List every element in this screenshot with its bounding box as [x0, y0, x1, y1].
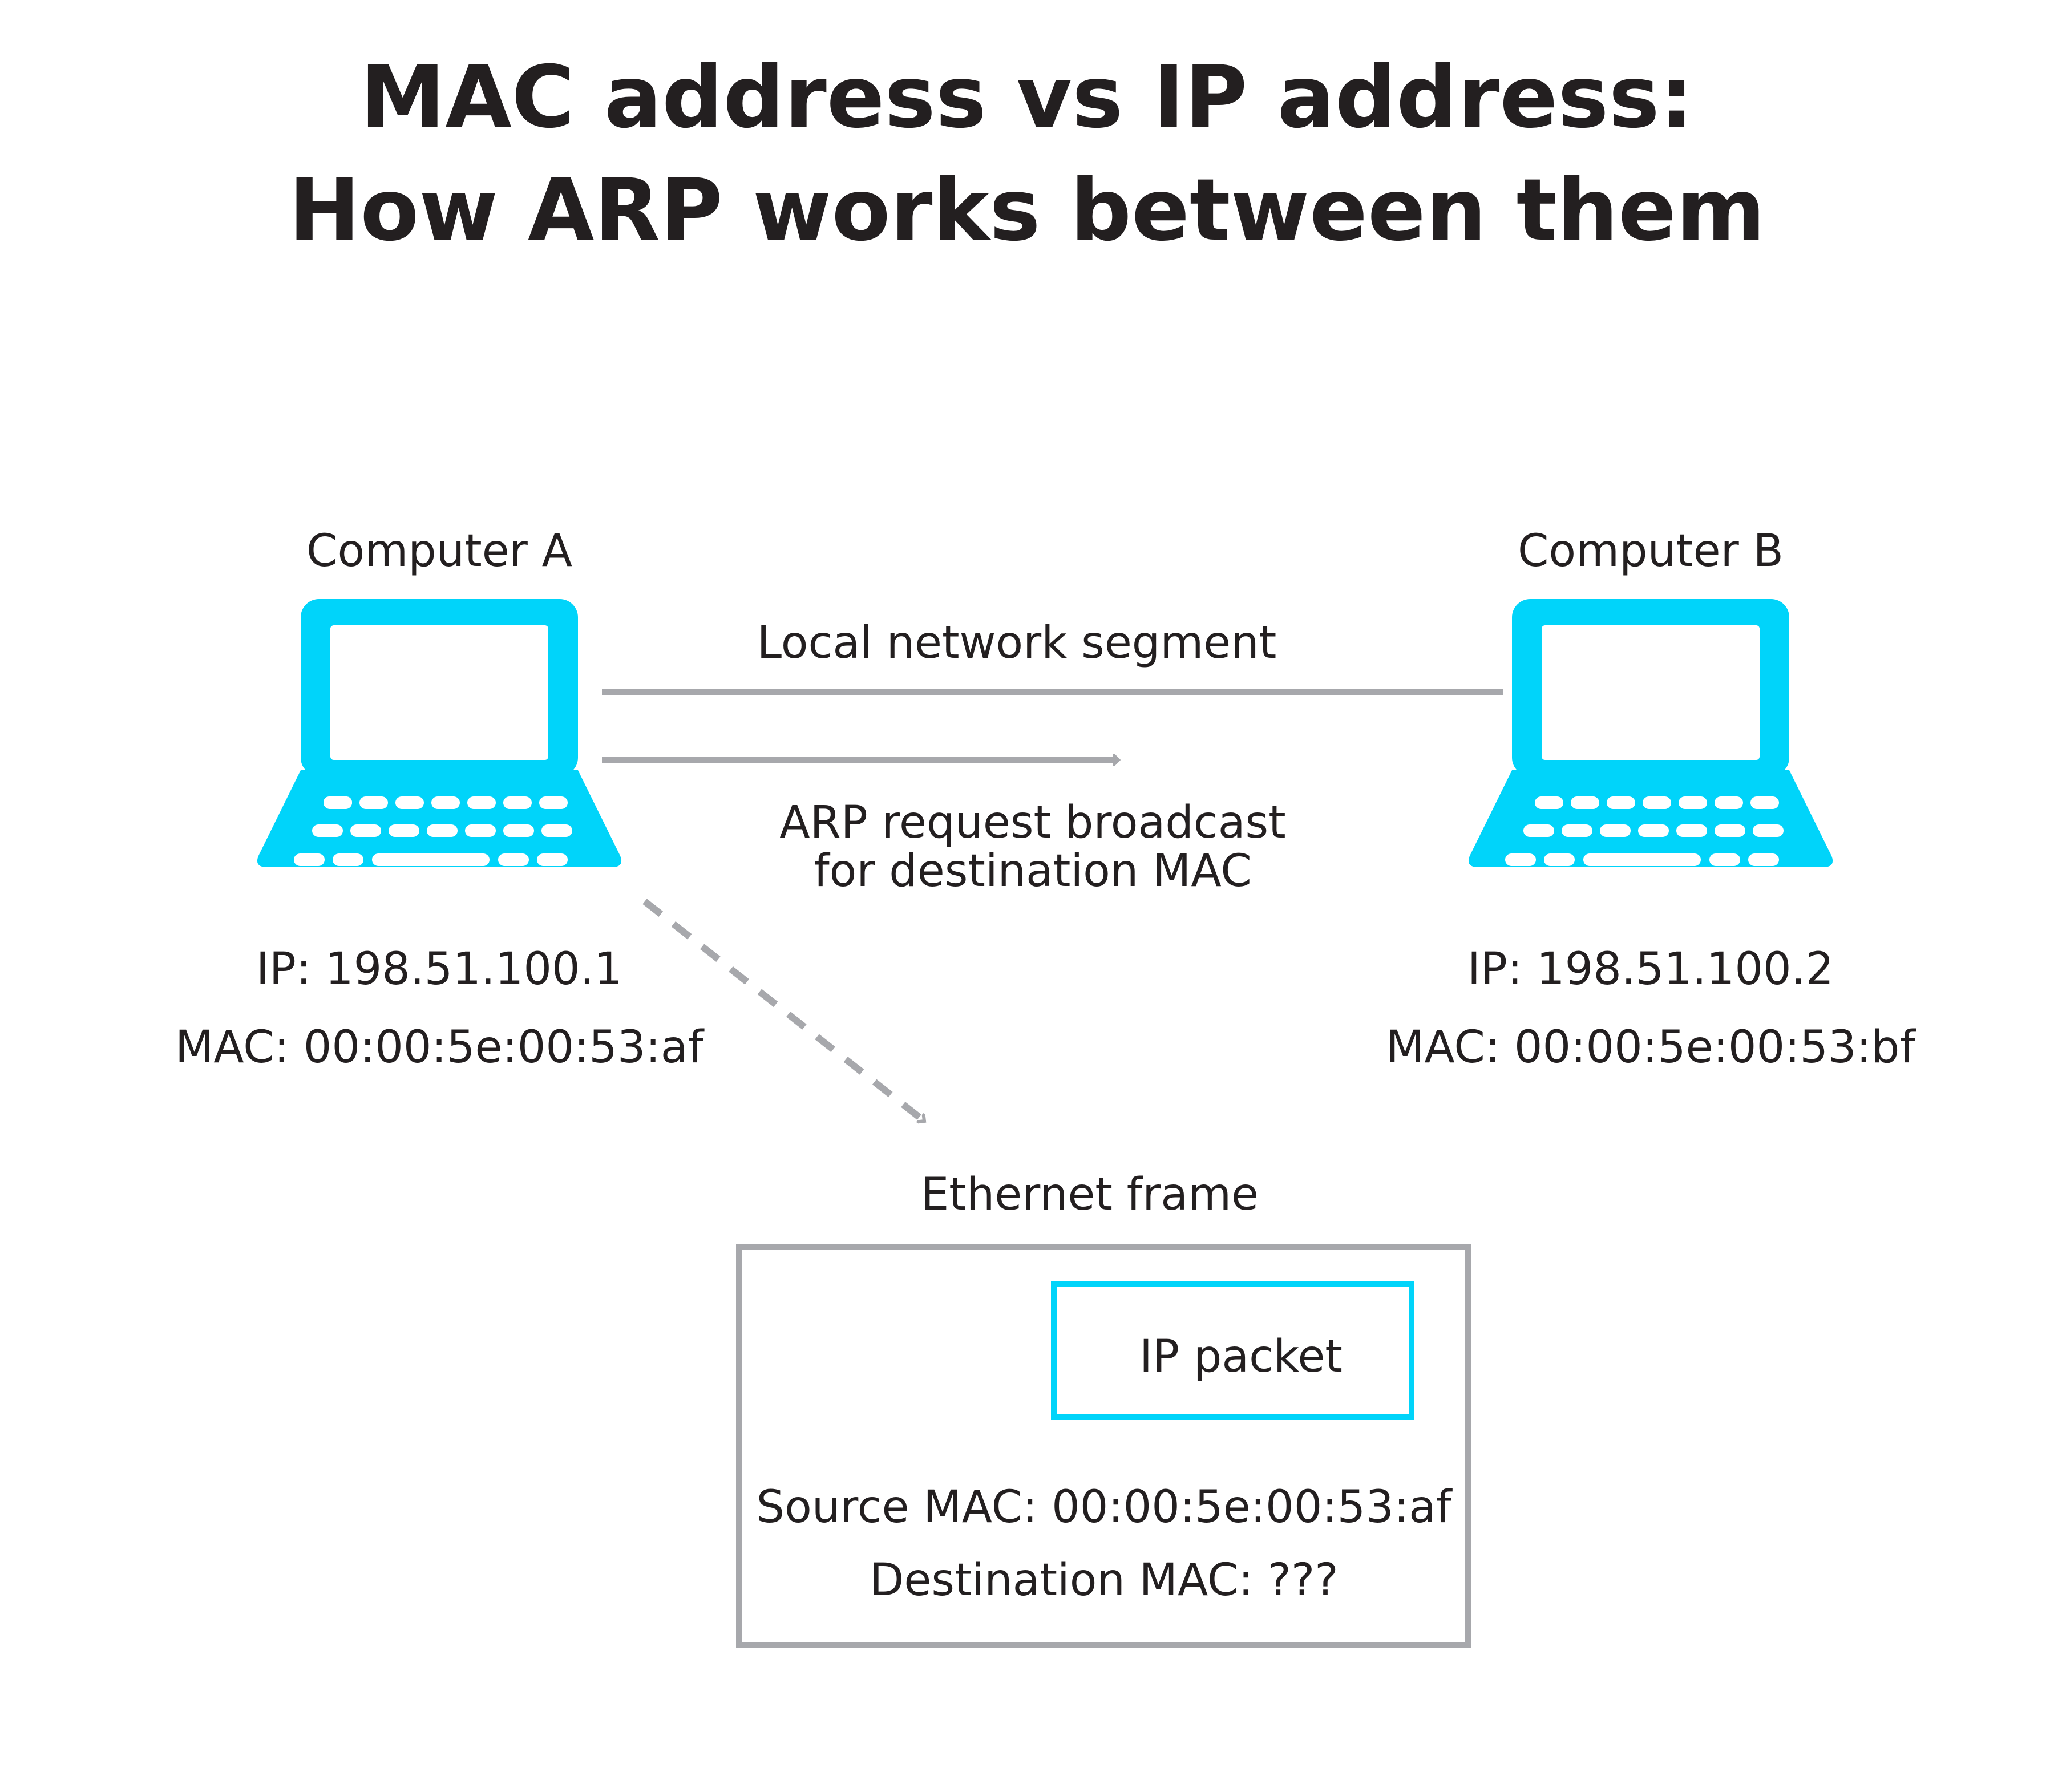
- computer-b-label: Computer B: [1518, 525, 1784, 577]
- ethernet-frame-box: [736, 1244, 1471, 1648]
- computer-a-label: Computer A: [306, 525, 572, 577]
- arp-label-line-1: ARP request broadcast: [779, 797, 1285, 848]
- source-mac-label: Source MAC: 00:00:5e:00:53:af: [757, 1482, 1453, 1533]
- frame-dashed-arrow: [642, 899, 927, 1124]
- computer-a-ip: IP: 198.51.100.1: [256, 944, 622, 995]
- ip-packet-label: IP packet: [1139, 1331, 1343, 1382]
- laptop-icon: [257, 599, 622, 867]
- laptop-icon: [1468, 599, 1833, 867]
- computer-b-ip: IP: 198.51.100.2: [1467, 944, 1834, 995]
- computer-b-mac: MAC: 00:00:5e:00:53:bf: [1386, 1022, 1916, 1073]
- title-line-2: How ARP works between them: [289, 161, 1765, 260]
- segment-label: Local network segment: [757, 617, 1277, 669]
- ethernet-frame-label: Ethernet frame: [921, 1169, 1259, 1220]
- title-line-1: MAC address vs IP address:: [360, 48, 1694, 147]
- computer-a-mac: MAC: 00:00:5e:00:53:af: [175, 1022, 705, 1073]
- destination-mac-label: Destination MAC: ???: [870, 1555, 1338, 1606]
- arp-label-line-2: for destination MAC: [814, 846, 1252, 897]
- ip-packet-box: [1051, 1281, 1414, 1420]
